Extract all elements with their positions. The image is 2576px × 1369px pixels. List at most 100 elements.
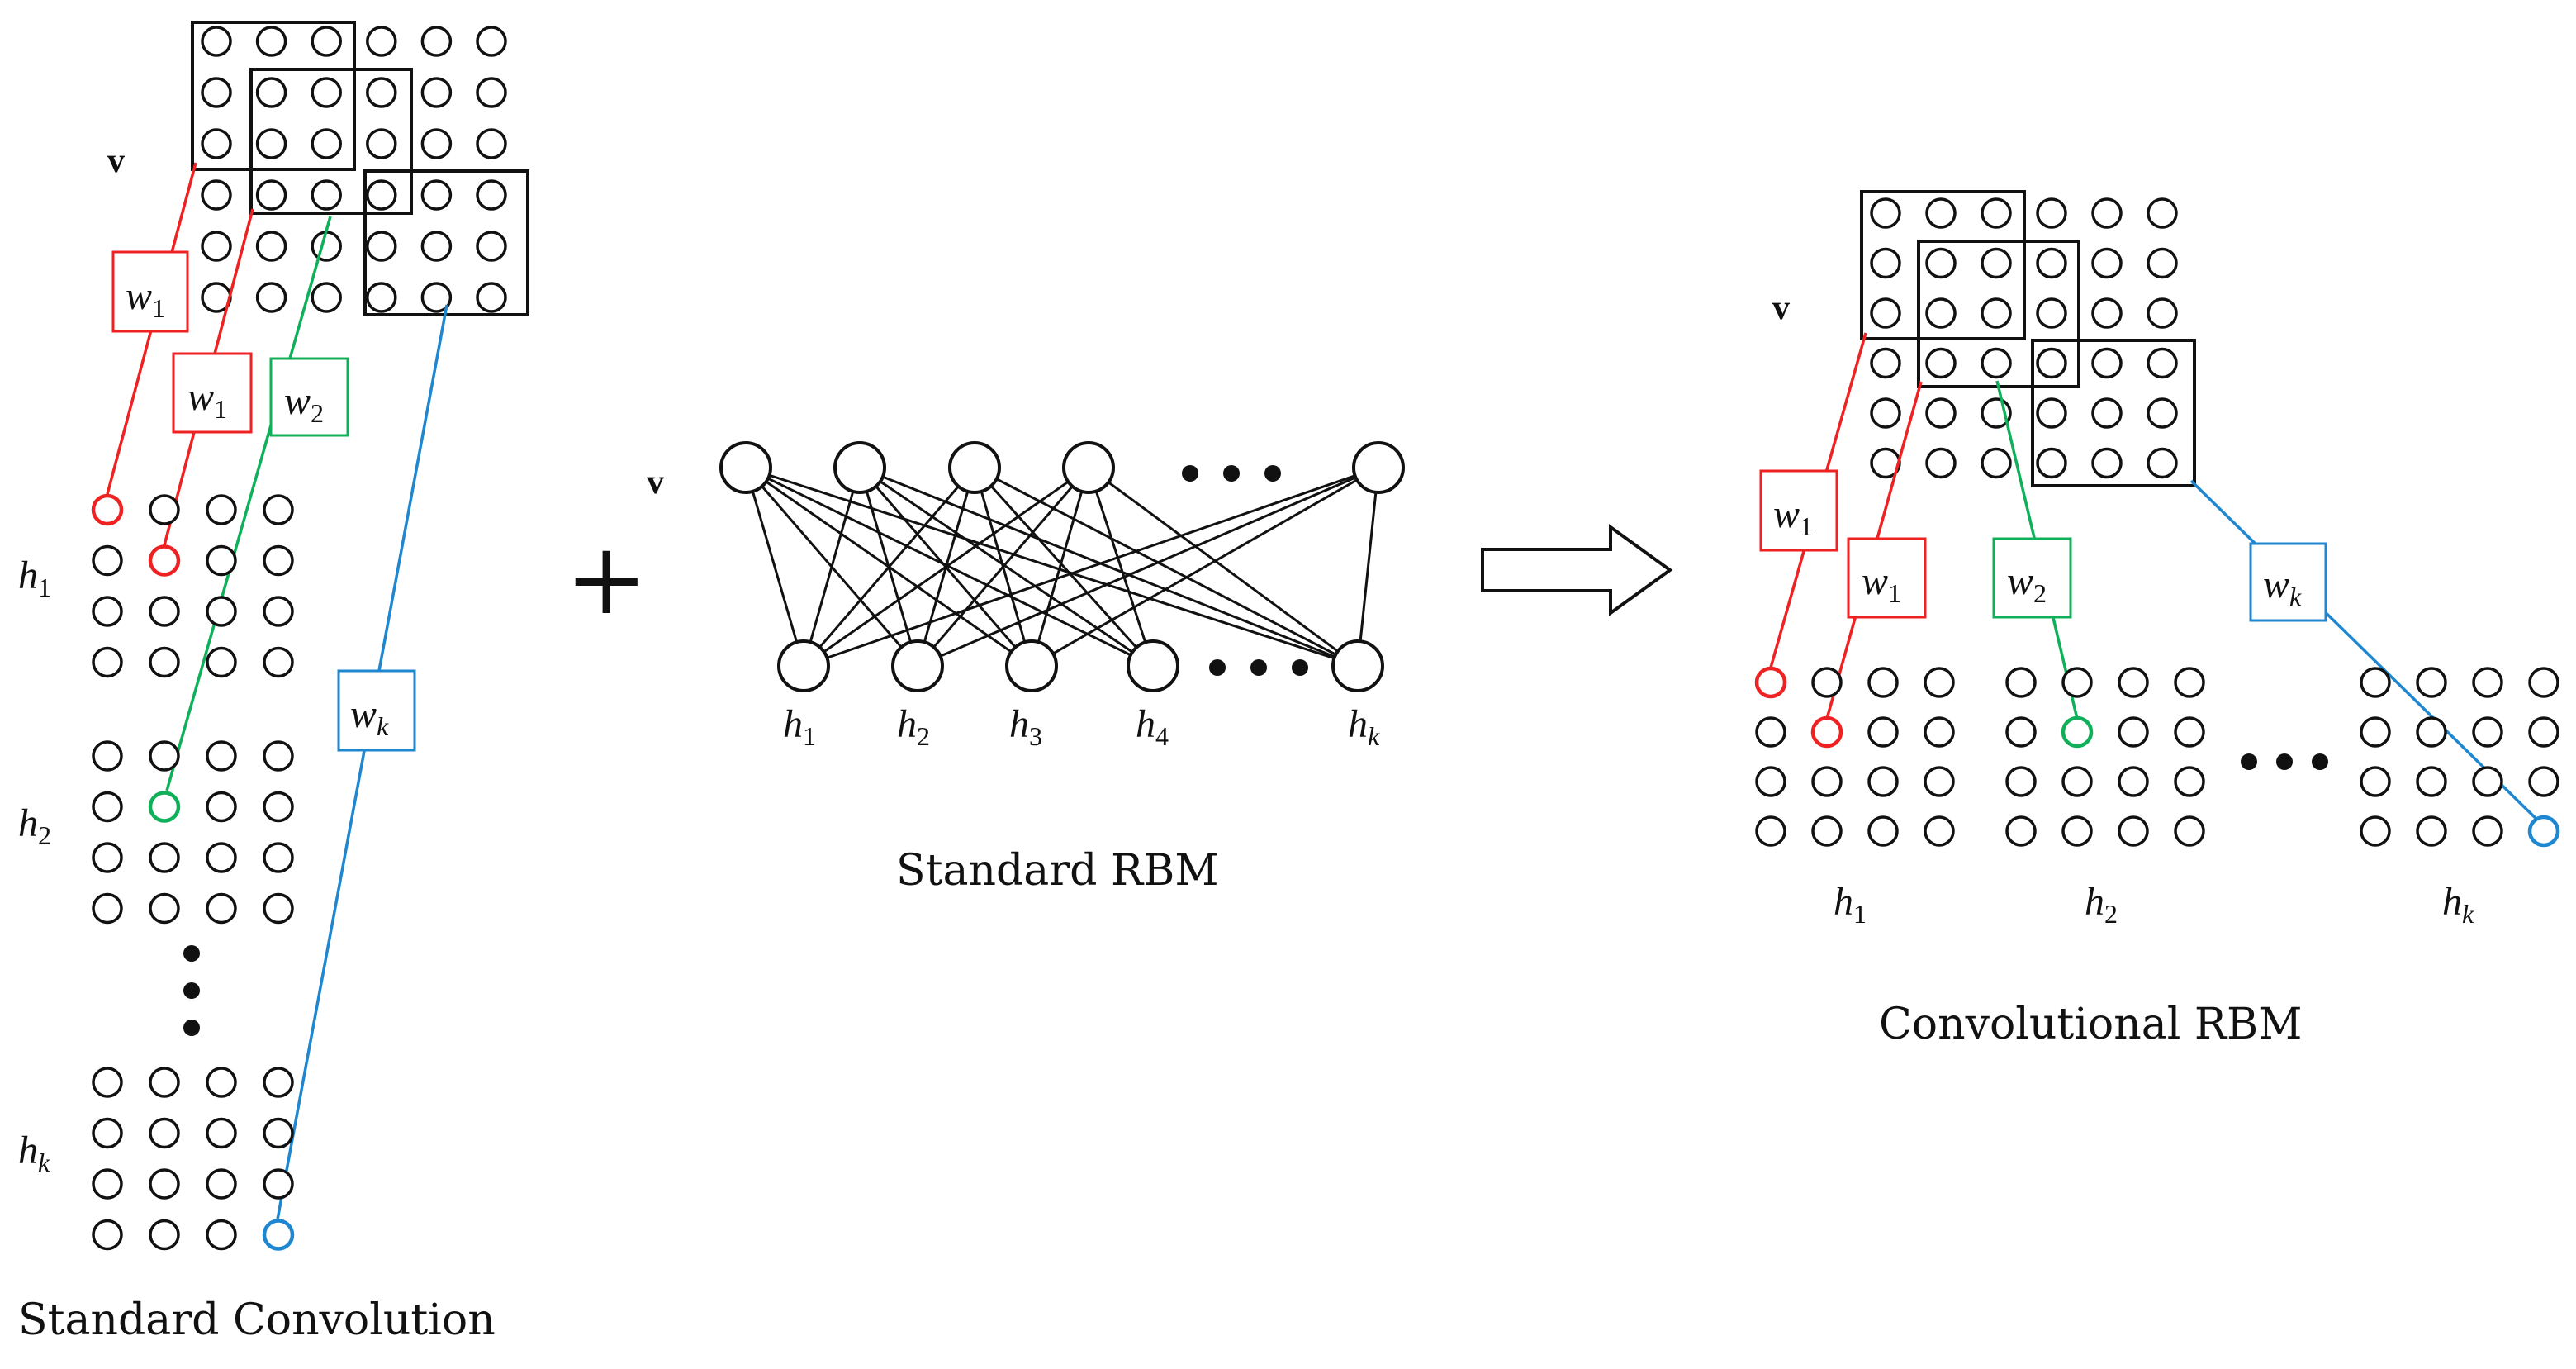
sc-visible-unit [476, 231, 507, 262]
crbm-h1-unit [1924, 766, 1955, 797]
crbm-visible-unit [2091, 247, 2123, 279]
sc-vertical-ellipsis [183, 945, 200, 1036]
sc-visible-unit [420, 282, 453, 313]
crbm-h1-main: h [1834, 880, 1853, 924]
sc-h1-unit [148, 544, 181, 577]
sc-h2-unit [206, 740, 237, 772]
rbm-hidden-label: h4 [1136, 702, 1169, 751]
sc-hk-unit [149, 1168, 180, 1200]
sc-visible-unit [476, 282, 507, 313]
rbm-edge [802, 467, 976, 667]
crbm-w1-box-a: w1 [1759, 469, 1838, 552]
sc-visible-unit [311, 77, 342, 108]
rbm-edge [802, 467, 861, 667]
crbm-h2-unit [2118, 766, 2149, 797]
svg-text:w1: w1 [126, 274, 165, 323]
crbm-visible-unit [2091, 197, 2123, 229]
crbm-w1a-main: w [1773, 492, 1800, 536]
plus-sign: + [565, 522, 648, 637]
rbm-edge [803, 466, 1089, 668]
svg-text:w1: w1 [1862, 559, 1901, 608]
sc-h2-unit [206, 842, 237, 873]
sc-window-2 [249, 68, 413, 215]
sc-w1b-main: w [187, 375, 214, 419]
svg-text:wk: wk [350, 692, 389, 741]
sc-hk-unit [206, 1168, 237, 1200]
crbm-wk-sub: k [2289, 582, 2302, 611]
sc-visible-unit [366, 179, 397, 211]
crbm-w2-box: w2 [1992, 537, 2072, 619]
sc-h2-unit [92, 740, 123, 772]
svg-text:w2: w2 [2007, 559, 2047, 608]
sc-hk-unit [206, 1117, 237, 1149]
rbm-hidden-label: h3 [1009, 702, 1042, 751]
rbm-edge [974, 466, 1359, 668]
crbm-visible-unit [1981, 247, 2012, 279]
sc-hk-unit [263, 1117, 294, 1149]
rbm-visible-node [1062, 441, 1115, 494]
sc-caption: Standard Convolution [18, 1295, 496, 1345]
crbm-w1b-main: w [1862, 559, 1888, 603]
svg-text:h2: h2 [2085, 880, 2118, 929]
crbm-visible-unit [2036, 397, 2067, 429]
crbm-h1-unit [1924, 815, 1955, 847]
sc-h2-main: h [18, 801, 38, 845]
crbm-h2-unit [2174, 667, 2205, 698]
crbm-visible-unit [1870, 297, 1901, 329]
rbm-visible-node [948, 441, 1001, 494]
rbm-hidden-label: hk [1348, 702, 1380, 751]
crbm-w1-box-b: w1 [1847, 537, 1927, 619]
sc-wk-sub: k [377, 711, 389, 741]
sc-h2-sub: 2 [38, 820, 51, 850]
sc-visible-unit [420, 128, 453, 159]
crbm-hk-unit [2416, 815, 2447, 847]
crbm-hk-unit [2360, 716, 2391, 748]
crbm-h2-unit [2061, 766, 2093, 797]
crbm-h1-unit [1867, 766, 1899, 797]
svg-text:h2: h2 [18, 801, 51, 850]
crbm-h1-unit [1867, 716, 1899, 748]
sc-w1a-main: w [126, 274, 152, 318]
rbm-edge [745, 466, 1359, 668]
sc-visible-unit [311, 26, 342, 57]
crbm-h2-unit [2005, 815, 2037, 847]
rbm-edge [917, 466, 1379, 668]
sc-wk-line [276, 304, 448, 1220]
sc-h2-unit [263, 791, 294, 823]
sc-h2-unit [149, 842, 180, 873]
crbm-visible-unit [2147, 447, 2178, 479]
sc-v-label: v [107, 142, 125, 180]
svg-text:hk: hk [18, 1129, 50, 1177]
sc-hidden-grids [91, 493, 295, 1251]
crbm-h2-unit [2061, 815, 2093, 847]
crbm-h2-unit [2061, 667, 2093, 698]
crbm-visible-unit [1925, 447, 1957, 479]
crbm-h1-unit [1755, 716, 1786, 748]
standard-convolution-panel: v w1 w1 w2 wk h1 [18, 21, 529, 1345]
sc-hk-unit [262, 1219, 295, 1251]
crbm-visible-unit [2091, 297, 2123, 329]
crbm-hk-unit [2472, 716, 2503, 748]
sc-visible-unit [420, 231, 453, 262]
crbm-h2-main: h [2085, 880, 2104, 924]
crbm-visible-unit [2091, 347, 2123, 379]
rbm-hidden-node [1005, 639, 1058, 692]
sc-h1-unit [91, 493, 124, 526]
crbm-hk-unit [2472, 766, 2503, 797]
sc-h2-unit [92, 892, 123, 925]
sc-wk-main: w [350, 692, 377, 736]
sc-w2-box: w2 [269, 357, 349, 437]
sc-h2-unit [149, 892, 180, 925]
sc-visible-unit [201, 26, 232, 57]
crbm-visible-unit [2147, 347, 2178, 379]
sc-h1-unit [92, 544, 123, 577]
rbm-caption: Standard RBM [896, 846, 1219, 896]
sc-hk-unit [263, 1168, 294, 1200]
sc-h1-sub: 1 [38, 573, 51, 602]
sc-visible-unit [476, 77, 507, 108]
crbm-visible-unit [1925, 247, 1957, 279]
sc-h1-unit [206, 544, 237, 577]
crbm-h1-unit [1924, 667, 1955, 698]
sc-h1-main: h [18, 554, 38, 597]
crbm-hk-unit [2527, 815, 2560, 848]
